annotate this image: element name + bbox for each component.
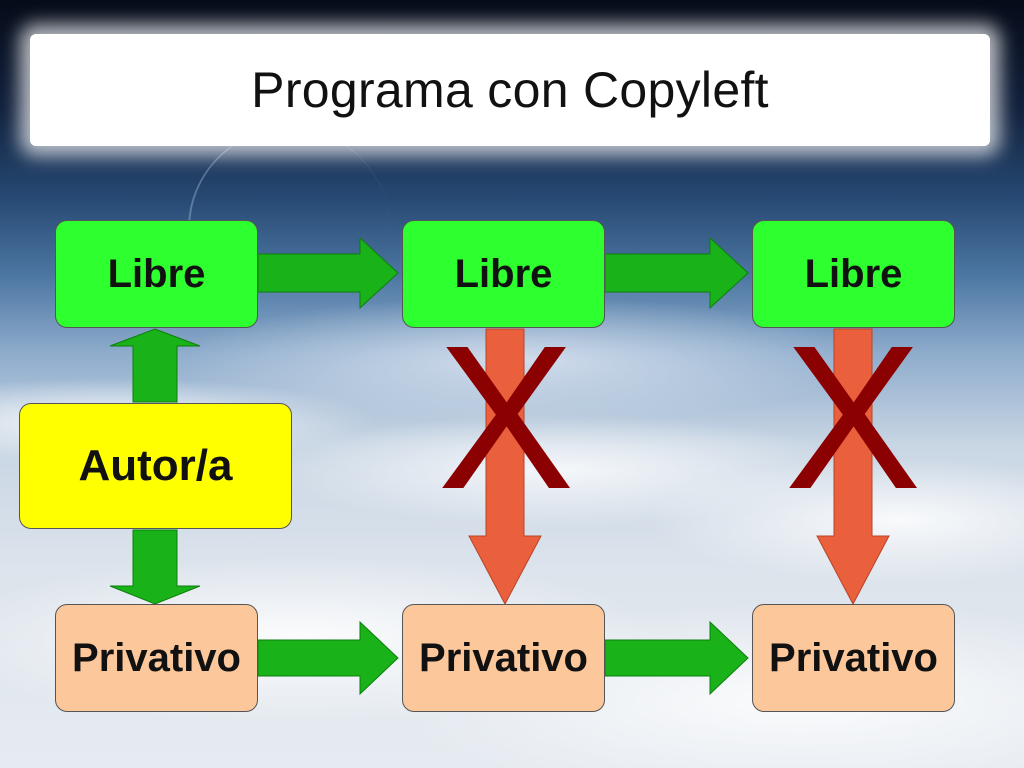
node-author-label: Autor/a <box>78 441 233 490</box>
blocked-arrow-libre-2-to-privativo-2 <box>468 328 542 606</box>
node-privativo-2: Privativo <box>402 604 605 712</box>
node-libre-3: Libre <box>752 220 955 328</box>
blocked-mark-2: X <box>785 303 922 532</box>
blocked-mark-1: X <box>438 303 575 532</box>
node-libre-1: Libre <box>55 220 258 328</box>
slide-title: Programa con Copyleft <box>251 62 769 118</box>
node-libre-2-label: Libre <box>454 251 553 296</box>
arrow-libre-2-to-3 <box>604 236 749 310</box>
blocked-arrow-libre-3-to-privativo-3 <box>816 328 890 606</box>
node-libre-1-label: Libre <box>107 251 206 296</box>
node-privativo-1-label: Privativo <box>72 635 241 680</box>
arrow-libre-1-to-2 <box>257 236 399 310</box>
arrow-privativo-2-to-3 <box>604 620 749 696</box>
node-author: Autor/a <box>19 403 292 529</box>
arrow-author-to-privativo <box>109 529 201 605</box>
node-privativo-2-label: Privativo <box>419 635 588 680</box>
node-libre-3-label: Libre <box>804 251 903 296</box>
node-libre-2: Libre <box>402 220 605 328</box>
node-privativo-3: Privativo <box>752 604 955 712</box>
node-privativo-3-label: Privativo <box>769 635 938 680</box>
title-banner: Programa con Copyleft <box>30 34 990 146</box>
arrow-privativo-1-to-2 <box>257 620 399 696</box>
node-privativo-1: Privativo <box>55 604 258 712</box>
arrow-author-to-libre <box>109 328 201 403</box>
